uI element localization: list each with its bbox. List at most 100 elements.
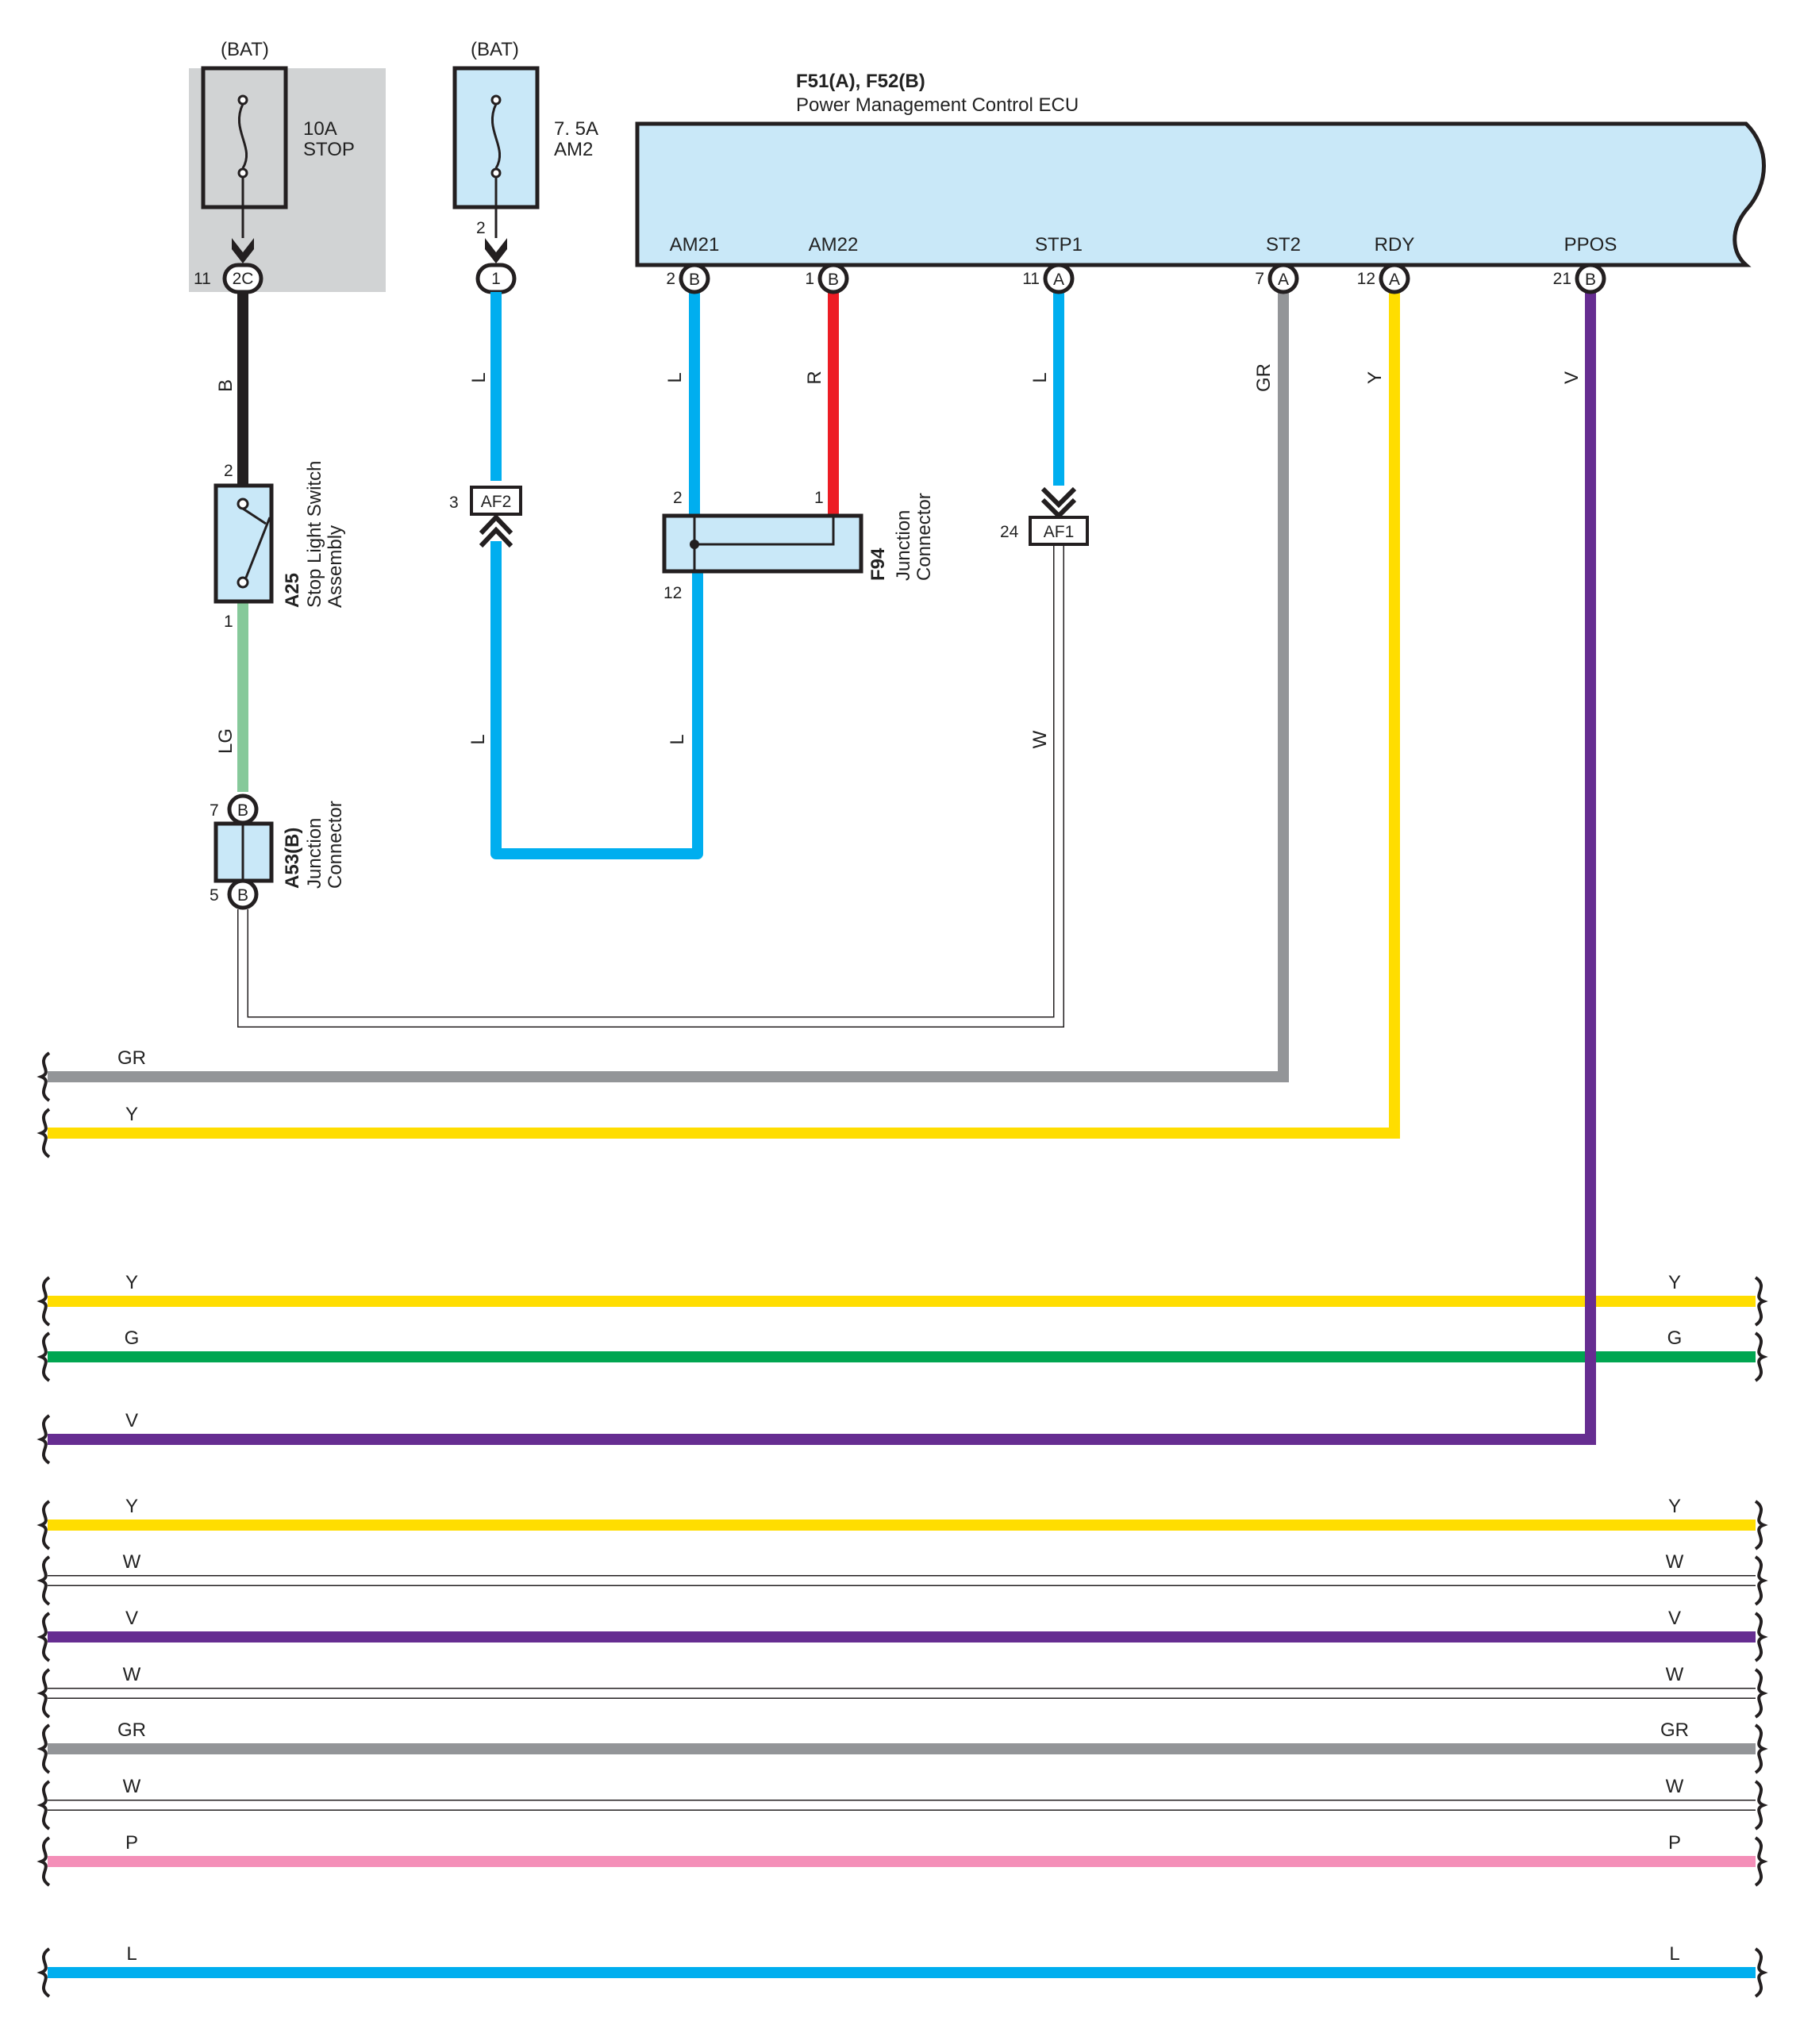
wire-break-icon (1754, 1276, 1768, 1327)
af1-pin: 24 (1000, 523, 1019, 541)
ecu-terminal-circle (679, 263, 710, 294)
ecu-terminal-pin: 7 (1255, 270, 1264, 288)
a53-pin-bottom: 5 (210, 886, 219, 905)
wire-label-st2-gr: GR (1253, 363, 1275, 392)
a53-pin-top-conn: B (237, 801, 248, 820)
wire-break-icon (37, 1668, 51, 1719)
stop-fuse: (BAT) 10A STOP (201, 39, 355, 238)
ecu-terminal-circle (1379, 263, 1410, 294)
bus-wire-label-right: Y (1668, 1272, 1681, 1293)
ecu-terminal-conn: B (689, 271, 700, 289)
wire-break-icon (37, 1051, 51, 1102)
bus-wire-label-left: V (125, 1410, 138, 1431)
a53-pin-bottom-conn: B (237, 886, 248, 905)
wire-label-af1-w: W (1029, 730, 1051, 748)
ecu-terminal-st2: ST2 (1266, 234, 1301, 256)
bus-wire-label-left: GR (117, 1047, 146, 1069)
stop-conn-label: 2C (233, 270, 254, 288)
af1-label: AF1 (1044, 523, 1075, 541)
am2-fuse-pin: 2 (476, 219, 486, 237)
wire-break-icon (37, 1414, 51, 1465)
ecu-terminal-circle (1575, 263, 1606, 294)
ecu-terminal-pin: 11 (1022, 270, 1040, 288)
ecu-terminal-rdy: RDY (1375, 234, 1415, 256)
wire-break-icon (1754, 1555, 1768, 1606)
bus-wire-label-left: P (125, 1832, 138, 1854)
wire-break-icon (1754, 1331, 1768, 1382)
f94-pin-a: 2 (673, 489, 683, 507)
ecu-terminal-circle (817, 263, 849, 294)
bus-wire-label-right: V (1668, 1608, 1681, 1629)
wire-rdy-y (48, 292, 1400, 1139)
bus-wire-label-left: Y (125, 1104, 138, 1125)
f94-name-2: Connector (913, 493, 935, 581)
a53-name-2: Connector (325, 801, 346, 889)
bus-wire-label-left: GR (117, 1719, 146, 1741)
wire-label-stop-b: B (215, 379, 237, 392)
wire-label-stop-lg: LG (215, 728, 237, 754)
a53-name-1: Junction (304, 818, 325, 889)
ecu-terminal-am22: AM22 (809, 234, 859, 256)
switch-name-1: Stop Light Switch (304, 461, 325, 608)
wire-label-am2-l-bottom: L (467, 734, 489, 744)
wire-break-icon (37, 1780, 51, 1831)
af2-label: AF2 (481, 493, 512, 511)
wire-break-icon (37, 1500, 51, 1550)
am2-fuse: (BAT) 7. 5A AM2 (452, 39, 598, 238)
bus-wire-label-right: L (1669, 1943, 1679, 1965)
bus-wire-label-right: W (1666, 1664, 1684, 1685)
wire-break-icon (37, 1612, 51, 1662)
wire-break-icon (1754, 1836, 1768, 1887)
bus-wire-label-left: G (125, 1327, 140, 1349)
ecu-terminal-am21: AM21 (670, 234, 720, 256)
wire-break-icon (37, 1723, 51, 1774)
ecu-terminal-pin: 1 (805, 270, 814, 288)
wire-label-f94-l-bottom: L (667, 734, 688, 744)
am2-conn-label: 1 (491, 270, 501, 288)
ecu-terminal-conn: A (1053, 271, 1064, 289)
af2-arrow-icon (479, 513, 513, 548)
bus-wire-label-left: V (125, 1608, 138, 1629)
switch-pin-bottom: 1 (224, 613, 233, 631)
wire-break-icon (1754, 1780, 1768, 1831)
am2-fuse-name: AM2 (554, 139, 593, 160)
wire-label-am21-l: L (664, 372, 686, 382)
ecu-terminal-pin: 2 (666, 270, 675, 288)
ecu-code: F51(A), F52(B) (796, 71, 925, 92)
bus-wire-label-right: G (1667, 1327, 1683, 1349)
f94-name-1: Junction (893, 510, 914, 581)
stop-arrow-icon (232, 238, 254, 263)
bus-wire-label-left: L (126, 1943, 137, 1965)
switch-pin-top: 2 (224, 462, 233, 480)
am2-fuse-rating: 7. 5A (554, 118, 598, 140)
wire-label-ppos-v: V (1561, 371, 1583, 384)
ecu-terminal-conn: B (1585, 271, 1596, 289)
ecu-terminal-circle (1043, 263, 1075, 294)
switch-code: A25 (282, 573, 303, 608)
wire-break-icon (1754, 1947, 1768, 1998)
bus-wire-label-right: Y (1668, 1496, 1681, 1517)
wire-st2-gr (48, 292, 1289, 1082)
ecu-terminal-ppos: PPOS (1564, 234, 1617, 256)
stop-conn-pin: 11 (194, 270, 211, 288)
ecu-terminal-circle (1267, 263, 1299, 294)
ecu-terminal-pin: 21 (1553, 270, 1571, 288)
wire-af1-w (237, 544, 1064, 1028)
wire-label-am22-r: R (804, 371, 825, 384)
af1-arrow-icon (1040, 486, 1077, 520)
wire-label-am2-l: L (468, 372, 490, 382)
ecu-terminal-conn: A (1389, 271, 1400, 289)
f94-pin-c: 12 (663, 584, 682, 602)
a53-code: A53(B) (282, 828, 303, 889)
bus-wire-label-left: W (123, 1776, 141, 1797)
am2-arrow-icon (485, 238, 507, 263)
af1-conn (1029, 516, 1089, 546)
bus-wire-label-right: P (1668, 1832, 1681, 1854)
ecu-box (635, 121, 1766, 267)
a53-pin-top: 7 (210, 801, 219, 820)
wire-ppos-v (48, 292, 1596, 1445)
